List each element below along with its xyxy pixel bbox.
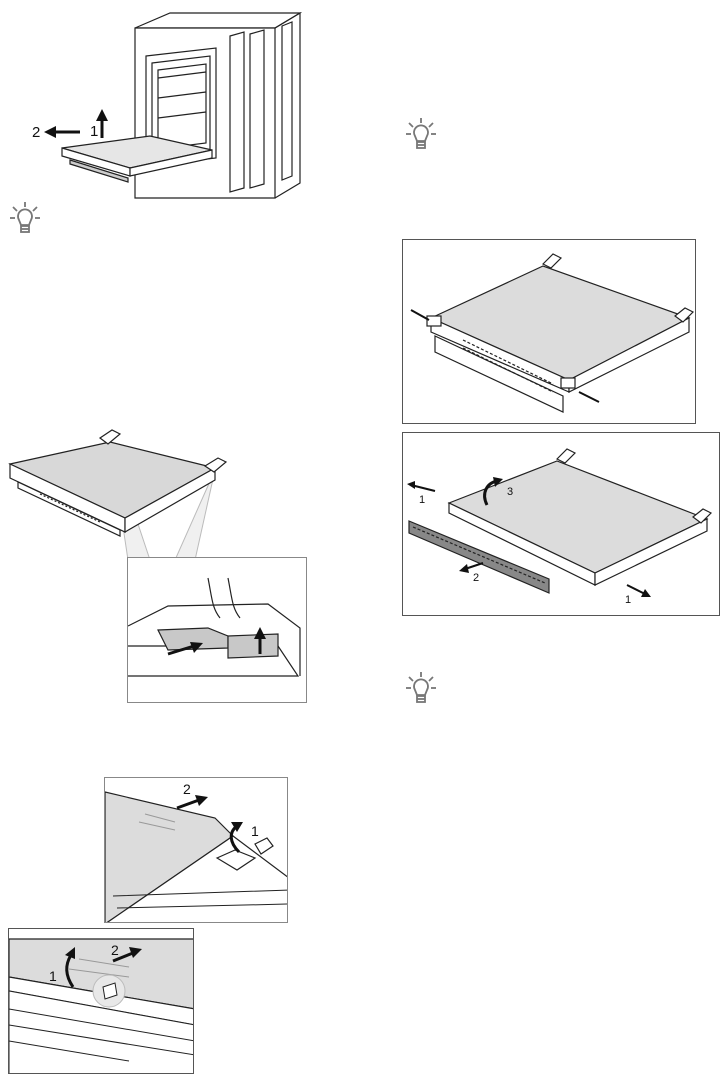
glass-label-1-right: 1 [625, 594, 631, 606]
glass-lift-step-b: 2 1 [8, 928, 194, 1074]
lightbulb-icon [404, 670, 438, 706]
step-a-label-2: 2 [183, 781, 191, 797]
door-hinge-figure [0, 420, 310, 705]
glass-label-2: 2 [473, 572, 479, 584]
lightbulb-icon [8, 200, 42, 236]
glass-lift-step-a: 2 1 [104, 777, 288, 923]
step-b-label-1: 1 [49, 968, 57, 984]
arrow-label-2: 2 [32, 124, 40, 141]
step-b-label-2: 2 [111, 942, 119, 958]
arrow-label-1: 1 [90, 123, 98, 140]
hinge-detail-frame [127, 557, 307, 703]
glass-label-3: 3 [507, 486, 513, 498]
lightbulb-icon [404, 116, 438, 152]
glass-removal-frame: 1 3 2 1 [402, 432, 720, 616]
door-panel-frame [402, 239, 696, 424]
oven-door-figure: 2 1 [30, 8, 310, 203]
glass-label-1-left: 1 [419, 494, 425, 506]
step-a-label-1: 1 [251, 823, 259, 839]
